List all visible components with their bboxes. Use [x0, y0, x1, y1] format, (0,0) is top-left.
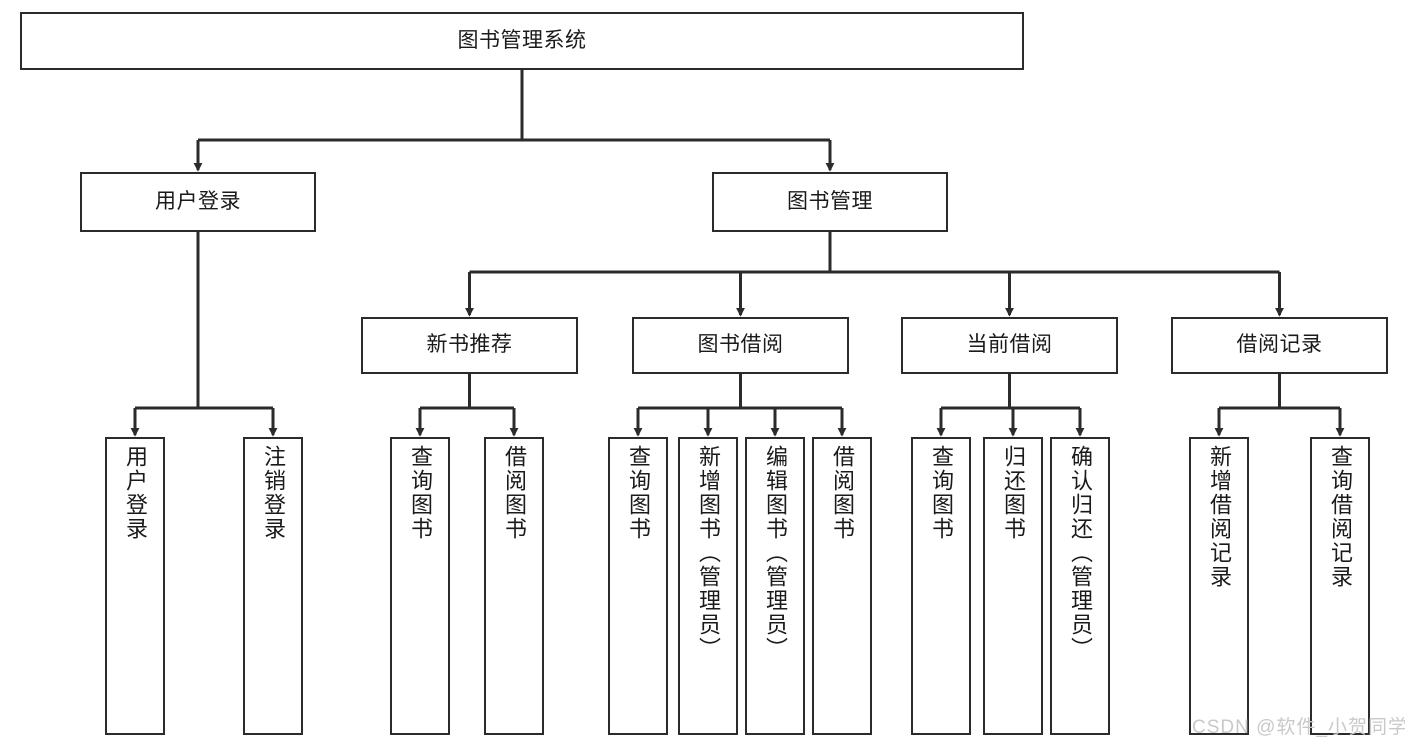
node-label-leaf-borrow-book-1: 借阅图书 [502, 445, 527, 541]
node-leaf-confirm-return: 确认归还（管理员） [1050, 437, 1110, 735]
node-leaf-borrow-book-2: 借阅图书 [812, 437, 872, 735]
node-new-book-rec: 新书推荐 [361, 317, 578, 374]
node-label-leaf-add-book: 新增图书（管理员） [696, 445, 721, 661]
node-leaf-return-book: 归还图书 [983, 437, 1043, 735]
node-leaf-query-book-3: 查询图书 [911, 437, 971, 735]
node-leaf-query-record: 查询借阅记录 [1310, 437, 1370, 735]
node-label-root: 图书管理系统 [457, 28, 587, 52]
node-label-leaf-return-book: 归还图书 [1001, 445, 1026, 541]
node-book-borrow: 图书借阅 [632, 317, 849, 374]
node-book-manage: 图书管理 [712, 172, 948, 232]
node-label-leaf-query-book-3: 查询图书 [929, 445, 954, 541]
node-leaf-borrow-book-1: 借阅图书 [484, 437, 544, 735]
node-leaf-edit-book: 编辑图书（管理员） [745, 437, 805, 735]
node-label-leaf-query-book-1: 查询图书 [408, 445, 433, 541]
node-borrow-record: 借阅记录 [1171, 317, 1388, 374]
node-label-leaf-query-record: 查询借阅记录 [1328, 445, 1353, 589]
node-label-current-borrow: 当前借阅 [966, 333, 1053, 357]
node-label-leaf-confirm-return: 确认归还（管理员） [1068, 445, 1093, 661]
node-leaf-logout: 注销登录 [243, 437, 303, 735]
node-label-book-borrow: 图书借阅 [697, 333, 784, 357]
node-label-book-manage: 图书管理 [787, 189, 873, 213]
node-label-leaf-add-record: 新增借阅记录 [1207, 445, 1232, 589]
node-label-leaf-edit-book: 编辑图书（管理员） [763, 445, 788, 661]
node-label-borrow-record: 借阅记录 [1236, 333, 1323, 357]
node-leaf-user-login: 用户登录 [105, 437, 165, 735]
node-label-leaf-user-login: 用户登录 [123, 445, 148, 541]
node-leaf-add-record: 新增借阅记录 [1189, 437, 1249, 735]
node-root: 图书管理系统 [20, 12, 1024, 70]
node-label-leaf-logout: 注销登录 [261, 445, 286, 541]
node-label-leaf-borrow-book-2: 借阅图书 [830, 445, 855, 541]
node-leaf-query-book-1: 查询图书 [390, 437, 450, 735]
node-leaf-query-book-2: 查询图书 [608, 437, 668, 735]
node-leaf-add-book: 新增图书（管理员） [678, 437, 738, 735]
node-label-user-login: 用户登录 [155, 189, 241, 213]
node-label-leaf-query-book-2: 查询图书 [626, 445, 651, 541]
node-current-borrow: 当前借阅 [901, 317, 1118, 374]
node-user-login: 用户登录 [80, 172, 316, 232]
node-label-new-book-rec: 新书推荐 [426, 333, 513, 357]
